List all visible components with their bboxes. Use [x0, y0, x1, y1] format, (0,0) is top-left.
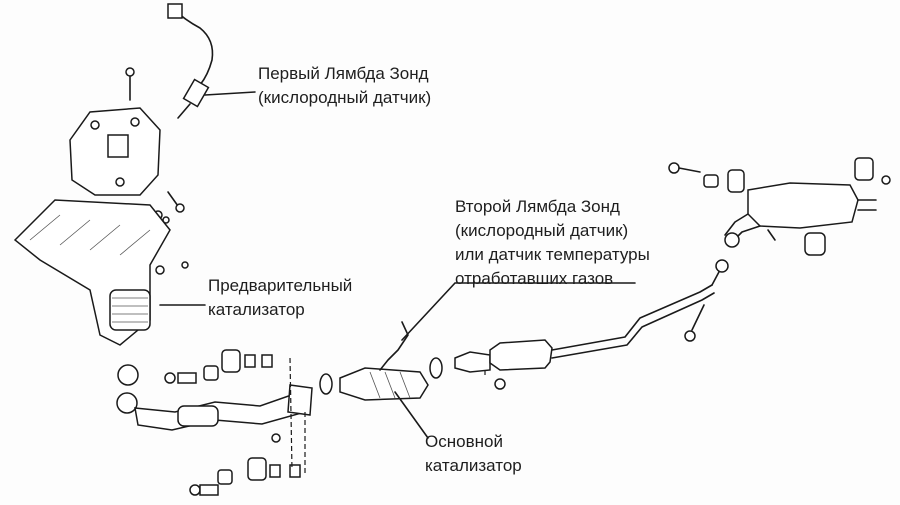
- front-pipe: [116, 349, 313, 496]
- leader-main-catalyst: [394, 391, 429, 439]
- exhaust-manifold: [13, 199, 189, 346]
- first-sensor-label: Первый Лямбда Зонд (кислородный датчик): [258, 62, 431, 110]
- label-line: отработавших газов: [455, 269, 614, 288]
- label-line: катализатор: [425, 456, 522, 475]
- pre-catalyst-label: Предварительный катализатор: [208, 274, 352, 322]
- leader-first-sensor: [204, 91, 256, 96]
- label-line: (кислородный датчик): [455, 221, 629, 240]
- muffler: [668, 157, 891, 256]
- label-line: катализатор: [208, 300, 305, 319]
- heat-shield: [69, 67, 185, 224]
- main-catalyst: [319, 321, 443, 401]
- label-line: Второй Лямбда Зонд: [455, 197, 620, 216]
- label-line: Основной: [425, 432, 503, 451]
- label-line: (кислородный датчик): [258, 88, 432, 107]
- second-sensor-label: Второй Лямбда Зонд (кислородный датчик) …: [455, 195, 650, 291]
- label-line: Первый Лямбда Зонд: [258, 64, 429, 83]
- center-pipe: [454, 259, 729, 390]
- label-line: Предварительный: [208, 276, 353, 295]
- second-lambda-sensor: [379, 321, 409, 371]
- label-line: или датчик температуры: [455, 245, 650, 264]
- main-catalyst-label: Основной катализатор: [425, 430, 522, 478]
- leader-second-sensor: [401, 282, 636, 341]
- first-lambda-sensor: [167, 3, 214, 119]
